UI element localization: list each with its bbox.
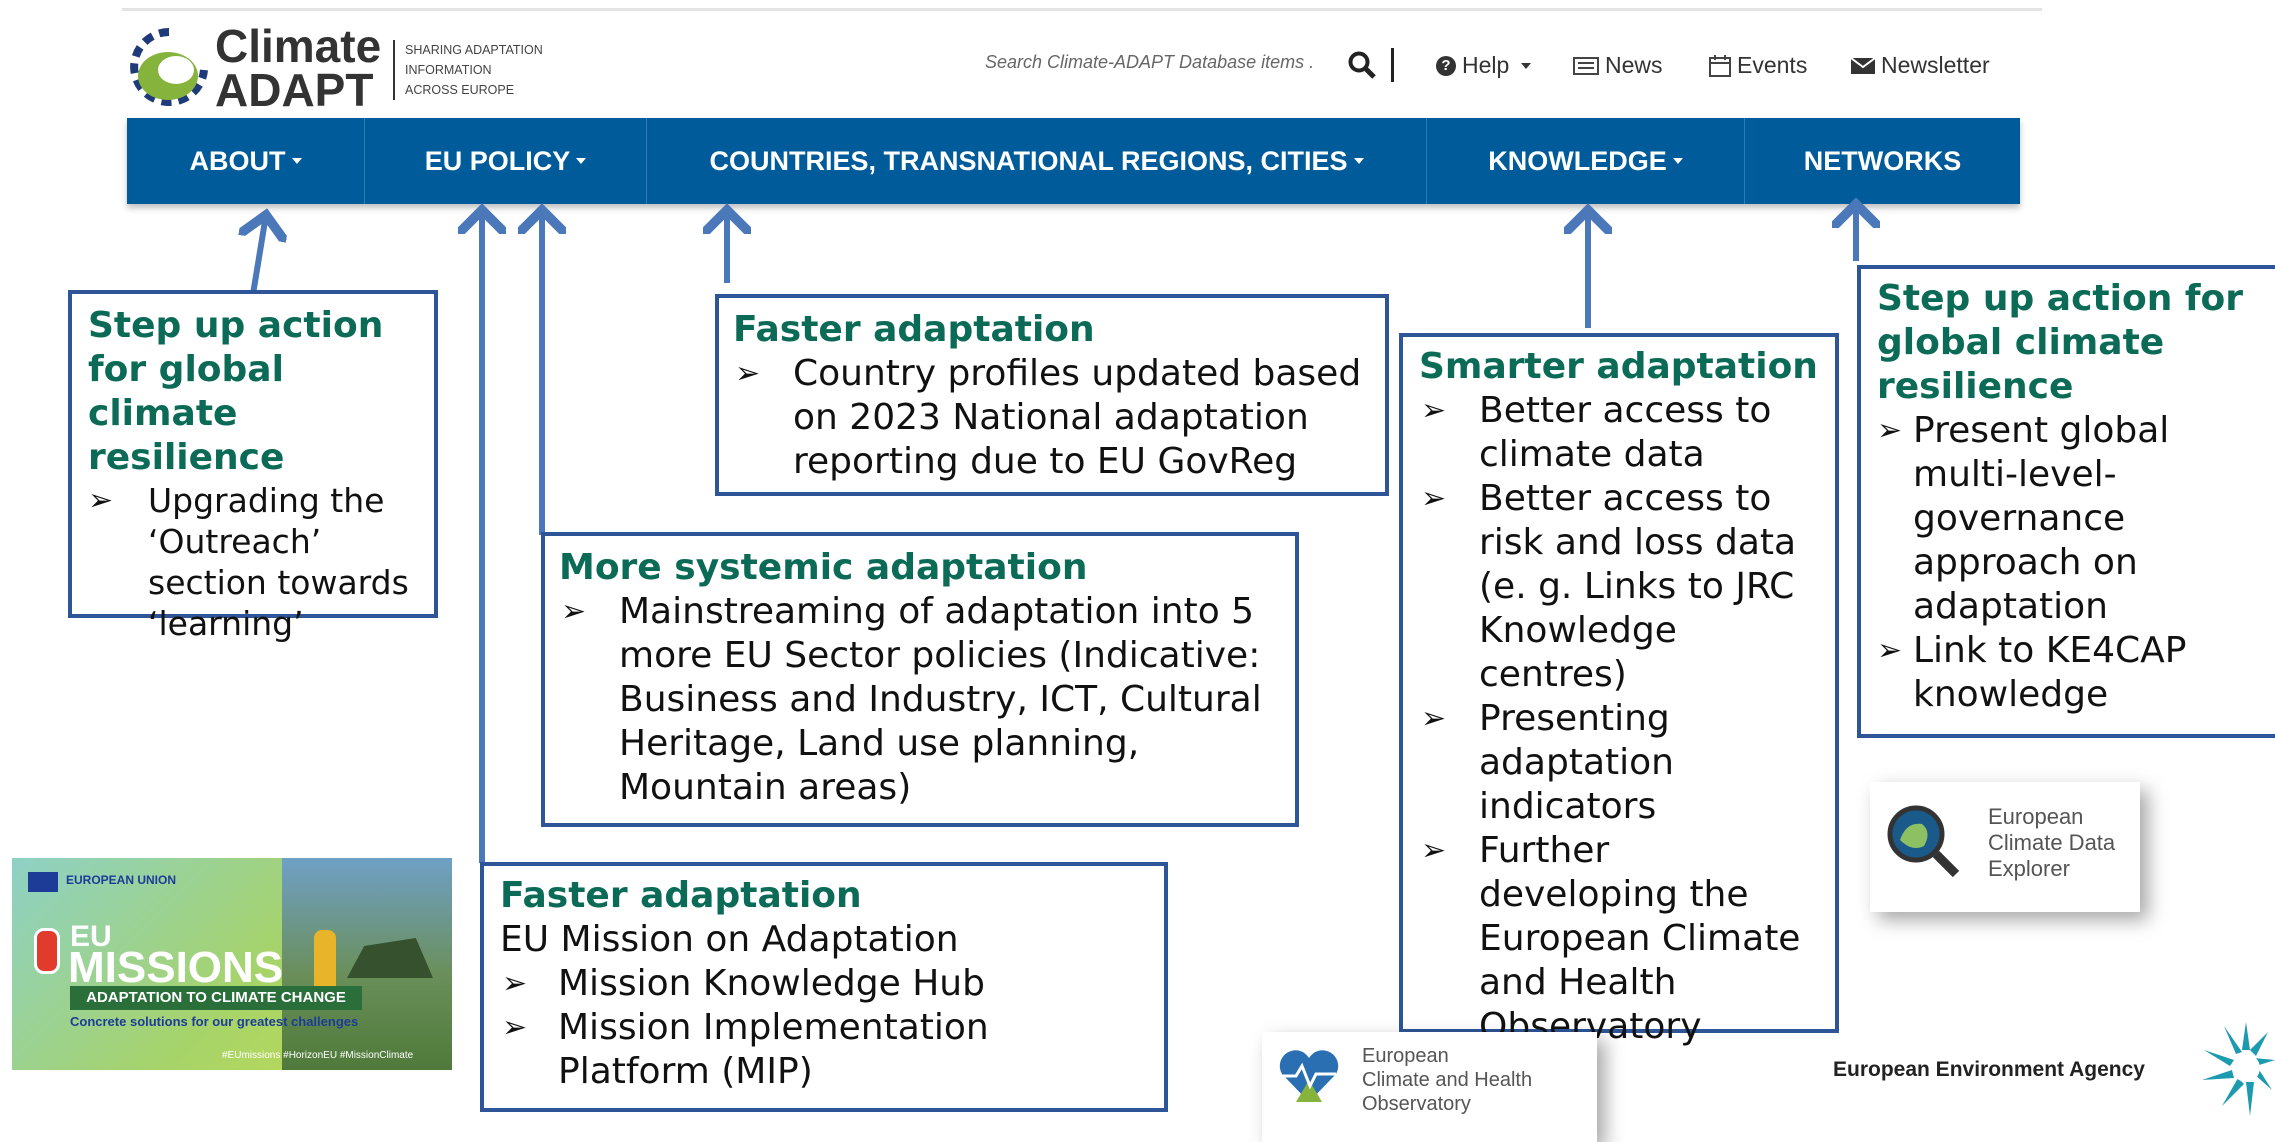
ecde-line: Climate Data xyxy=(1988,830,2116,855)
chevron-down-icon xyxy=(576,158,587,164)
help-menu[interactable]: ? Help xyxy=(1436,52,1532,79)
main-nav: ABOUT EU POLICY COUNTRIES, TRANSNATIONAL… xyxy=(127,118,2020,204)
box-title: Faster adaptation xyxy=(733,309,1095,350)
bullet-item: Further developing the European Climate … xyxy=(1419,829,1819,1049)
echo-logo[interactable]: European Climate and Health Observatory xyxy=(1262,1032,1597,1142)
help-label: Help xyxy=(1462,52,1510,78)
news-link[interactable]: News xyxy=(1573,52,1663,79)
help-icon: ? xyxy=(1436,55,1456,76)
tagline-line: SHARING ADAPTATION xyxy=(405,43,543,57)
box-title: More systemic adaptation xyxy=(559,547,1088,588)
logo-line1: Climate xyxy=(215,20,382,72)
climate-adapt-logo-icon xyxy=(130,28,208,106)
calendar-icon xyxy=(1709,54,1731,77)
eu-label: EUROPEAN UNION xyxy=(66,873,177,887)
events-link[interactable]: Events xyxy=(1709,52,1807,79)
eea-name: European Environment Agency xyxy=(1833,1058,2145,1081)
bullet-item: Link to KE4CAP knowledge xyxy=(1877,629,2262,717)
echo-line: European xyxy=(1362,1045,1449,1067)
bullet-item: Mainstreaming of adaptation into 5 more … xyxy=(559,590,1281,810)
bullet-item: Country profiles updated based on 2023 N… xyxy=(733,352,1371,484)
echo-line: Climate and Health xyxy=(1362,1069,1533,1091)
box-title: Smarter adaptation xyxy=(1419,346,1818,387)
echo-line: Observatory xyxy=(1362,1093,1471,1115)
box-knowledge: Smarter adaptation Better access to clim… xyxy=(1399,333,1839,1047)
newsletter-label: Newsletter xyxy=(1881,52,1990,78)
chevron-down-icon xyxy=(1353,158,1364,164)
ecde-line: Explorer xyxy=(1988,856,2070,881)
box-countries: Faster adaptation Country profiles updat… xyxy=(715,294,1389,496)
box-systemic: More systemic adaptation Mainstreaming o… xyxy=(541,532,1299,827)
ecde-line: European xyxy=(1988,804,2084,829)
nav-label: ABOUT xyxy=(189,145,286,176)
bullet-item: Mission Knowledge Hub xyxy=(500,962,1148,1006)
person-figure xyxy=(314,930,336,990)
news-icon xyxy=(1573,56,1599,75)
eu-missions-banner[interactable]: EUROPEAN UNION EU MISSIONS ADAPTATION TO… xyxy=(12,858,452,1070)
box-networks: Step up action for global climate resili… xyxy=(1857,265,2275,738)
eu-flag-icon xyxy=(28,872,58,892)
bullet-item: Presenting adaptation indicators xyxy=(1419,697,1819,829)
chevron-down-icon xyxy=(1521,62,1532,69)
nav-eu-policy[interactable]: EU POLICY xyxy=(365,118,647,204)
arrow-about xyxy=(254,215,266,292)
magnifier-globe-icon xyxy=(1887,805,1960,878)
nav-label: COUNTRIES, TRANSNATIONAL REGIONS, CITIES xyxy=(709,145,1348,176)
box-title: Step up action for global climate resili… xyxy=(88,305,384,478)
bullet-item: Upgrading the ‘Outreach’ section towards… xyxy=(88,480,418,644)
mission-hashtags: #EUmissions #HorizonEU #MissionClimate xyxy=(222,1050,414,1061)
logo-line2: ADAPT xyxy=(215,64,374,116)
nav-countries[interactable]: COUNTRIES, TRANSNATIONAL REGIONS, CITIES xyxy=(647,118,1427,204)
bullet-item: Mission Implementation Platform (MIP) xyxy=(500,1006,1148,1094)
divider xyxy=(1391,48,1394,82)
tagline: SHARING ADAPTATION INFORMATION ACROSS EU… xyxy=(393,40,575,100)
box-about: Step up action for global climate resili… xyxy=(68,290,438,643)
ecde-logo[interactable]: European Climate Data Explorer xyxy=(1870,782,2140,912)
eu-word: EU xyxy=(70,920,112,953)
tagline-line: INFORMATION xyxy=(405,63,492,77)
box-title: Step up action for global climate resili… xyxy=(1877,278,2244,407)
site-header xyxy=(122,8,2042,121)
missions-word: MISSIONS xyxy=(68,943,284,992)
tagline-line: ACROSS EUROPE xyxy=(405,83,515,97)
nav-label: NETWORKS xyxy=(1803,145,1962,176)
envelope-icon xyxy=(1851,56,1875,74)
chevron-down-icon xyxy=(291,158,302,164)
search-icon[interactable] xyxy=(1347,50,1377,80)
mission-banner-strip: ADAPTATION TO CLIMATE CHANGE xyxy=(70,986,362,1010)
nav-about[interactable]: ABOUT xyxy=(127,118,365,204)
chevron-down-icon xyxy=(1672,158,1683,164)
box-mission: Faster adaptation EU Mission on Adaptati… xyxy=(480,862,1168,1112)
mission-subtitle: Concrete solutions for our greatest chal… xyxy=(70,1014,359,1029)
eea-logo-icon[interactable] xyxy=(2198,1020,2275,1120)
search-input[interactable]: Search Climate-ADAPT Database items . xyxy=(985,52,1315,72)
bullet-item: Present global multi-level-governance ap… xyxy=(1877,409,2262,629)
nav-label: EU POLICY xyxy=(424,145,571,176)
logo-wordmark[interactable]: Climate ADAPT xyxy=(215,20,382,116)
newsletter-link[interactable]: Newsletter xyxy=(1851,52,1990,79)
nav-knowledge[interactable]: KNOWLEDGE xyxy=(1427,118,1745,204)
heart-pulse-icon xyxy=(1279,1050,1339,1102)
thermometer-icon xyxy=(34,928,60,974)
box-intro: EU Mission on Adaptation xyxy=(500,919,959,960)
bullet-item: Better access to risk and loss data (e. … xyxy=(1419,477,1819,697)
nav-label: KNOWLEDGE xyxy=(1488,145,1667,176)
bullet-item: Better access to climate data xyxy=(1419,389,1819,477)
box-title: Faster adaptation xyxy=(500,875,862,916)
nav-networks[interactable]: NETWORKS xyxy=(1745,118,2020,204)
events-label: Events xyxy=(1737,52,1808,78)
news-label: News xyxy=(1605,52,1663,78)
